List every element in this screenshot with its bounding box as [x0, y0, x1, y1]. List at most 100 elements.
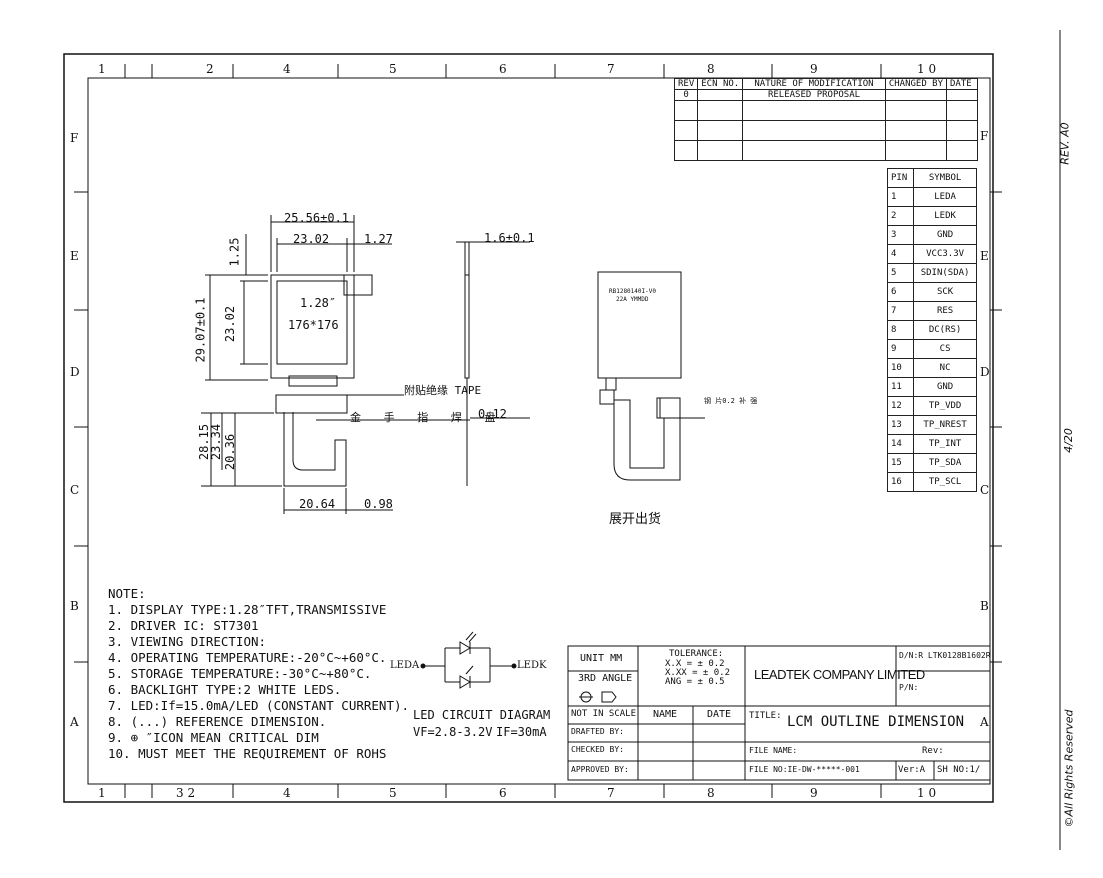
grid-bottom-2: 3 2 [176, 786, 196, 800]
unfold-label: 展开出货 [609, 512, 662, 527]
grid-top-1: 1 [98, 62, 106, 76]
pin-number: 16 [886, 472, 915, 492]
rev-row-date [946, 89, 978, 101]
pin-symbol: GND [913, 225, 977, 245]
pin-number: 6 [886, 282, 915, 302]
led-circuit-title: LED CIRCUIT DIAGRAM [413, 708, 551, 722]
grid-right-a: A [980, 715, 989, 729]
note-8: 8. (...) REFERENCE DIMENSION. [108, 714, 327, 729]
grid-bottom-4: 5 [389, 786, 397, 800]
pin-number: 9 [886, 339, 915, 359]
grid-right-e: E [980, 249, 989, 263]
dim-edge-height: 1.25 [227, 237, 242, 267]
rev-header-date: DATE [946, 78, 978, 90]
pin-symbol: RES [913, 301, 977, 321]
grid-right-f: F [980, 129, 989, 143]
pin-symbol: TP_SDA [913, 453, 977, 473]
tolerance-1: X.X = ± 0.2 [665, 659, 725, 669]
pin-number: 5 [886, 263, 915, 283]
grid-top-9: 1 0 [917, 62, 937, 76]
note-3: 3. VIEWING DIRECTION: [108, 634, 267, 649]
dim-fpc-thickness: 0.12 [478, 407, 507, 421]
led-cathode-label: LEDK [517, 660, 547, 671]
rev-header-nature: NATURE OF MODIFICATION [742, 78, 886, 90]
approved-by: APPROVED BY: [571, 765, 629, 774]
grid-bottom-7: 8 [707, 786, 715, 800]
display-size: 1.28″ [300, 296, 337, 310]
pin-symbol: LEDK [913, 206, 977, 226]
rev-header-ecn: ECN NO. [697, 78, 744, 90]
title-block-lines [567, 645, 991, 781]
pn-label: P/N: [899, 683, 919, 692]
pin-symbol: DC(RS) [913, 320, 977, 340]
drafted-by: DRAFTED BY: [571, 727, 624, 736]
pin-symbol: TP_INT [913, 434, 977, 454]
led-vf: VF=2.8-3.2V [413, 725, 493, 739]
pin-header-pin: PIN [886, 168, 915, 188]
side-view [456, 241, 530, 486]
grid-top-8: 9 [810, 62, 818, 76]
pin-number: 7 [886, 301, 915, 321]
note-2: 2. DRIVER IC: ST7301 [108, 618, 259, 633]
grid-left-b: B [70, 599, 79, 613]
pin-symbol: NC [913, 358, 977, 378]
rev-header-changed: CHANGED BY [884, 78, 948, 90]
grid-bottom-1: 1 [98, 786, 106, 800]
fpc-note: 钢 片0.2 补 强 [704, 397, 758, 405]
tolerance-3: ANG = ± 0.5 [665, 677, 725, 687]
note-4: 4. OPERATING TEMPERATURE:-20°C~+60°C. [108, 650, 387, 665]
pin-number: 13 [886, 415, 915, 435]
led-if: IF=30mA [496, 725, 547, 739]
pin-symbol: GND [913, 377, 977, 397]
dim-fpc-height-3: 20.36 [223, 433, 238, 471]
chip-label-2: 22A YMMDD [616, 296, 649, 303]
grid-right-c: C [980, 483, 990, 497]
name-header: NAME [653, 709, 678, 720]
finger-label: 金 手 指 焊 盘 [350, 411, 504, 424]
grid-left-c: C [70, 483, 80, 497]
pin-number: 15 [886, 453, 915, 473]
pin-number: 10 [886, 358, 915, 378]
pin-number: 3 [886, 225, 915, 245]
dim-thickness: 1.6±0.1 [484, 231, 535, 245]
dim-view-height: 23.02 [223, 305, 238, 343]
tolerance-2: X.XX = ± 0.2 [665, 668, 731, 678]
notes-block: NOTE: 1. DISPLAY TYPE:1.28″TFT,TRANSMISS… [108, 586, 409, 762]
pin-number: 1 [886, 187, 915, 207]
grid-top-4: 5 [389, 62, 397, 76]
notes-title: NOTE: [108, 586, 146, 601]
led-anode-label: LEDA [390, 660, 420, 671]
dn-label: D/N:R LTK0128B1602R [899, 651, 991, 660]
rev-header-rev: REV [673, 78, 699, 90]
not-in-scale: NOT IN SCALE [571, 709, 637, 719]
rev-row-nature: RELEASED PROPOSAL [742, 89, 886, 101]
grid-left-e: E [70, 249, 79, 263]
grid-right-b: B [980, 599, 989, 613]
rev-row-rev: 0 [673, 89, 699, 101]
company-name: LEADTEK COMPANY LIMITED [754, 667, 925, 682]
page-side-label: 4/20 [1061, 428, 1075, 453]
drawing-title: LCM OUTLINE DIMENSION [787, 714, 965, 730]
front-view [201, 215, 470, 514]
pin-symbol: SDIN(SDA) [913, 263, 977, 283]
inner-frame [87, 77, 991, 785]
grid-left-a: A [70, 715, 79, 729]
pin-number: 2 [886, 206, 915, 226]
display-resolution: 176*176 [288, 318, 339, 332]
rights-side-label: ©All Rights Reserved [1062, 709, 1076, 828]
date-header: DATE [707, 709, 732, 720]
note-6: 6. BACKLIGHT TYPE:2 WHITE LEDS. [108, 682, 342, 697]
file-name-label: FILE NAME: [749, 746, 798, 755]
